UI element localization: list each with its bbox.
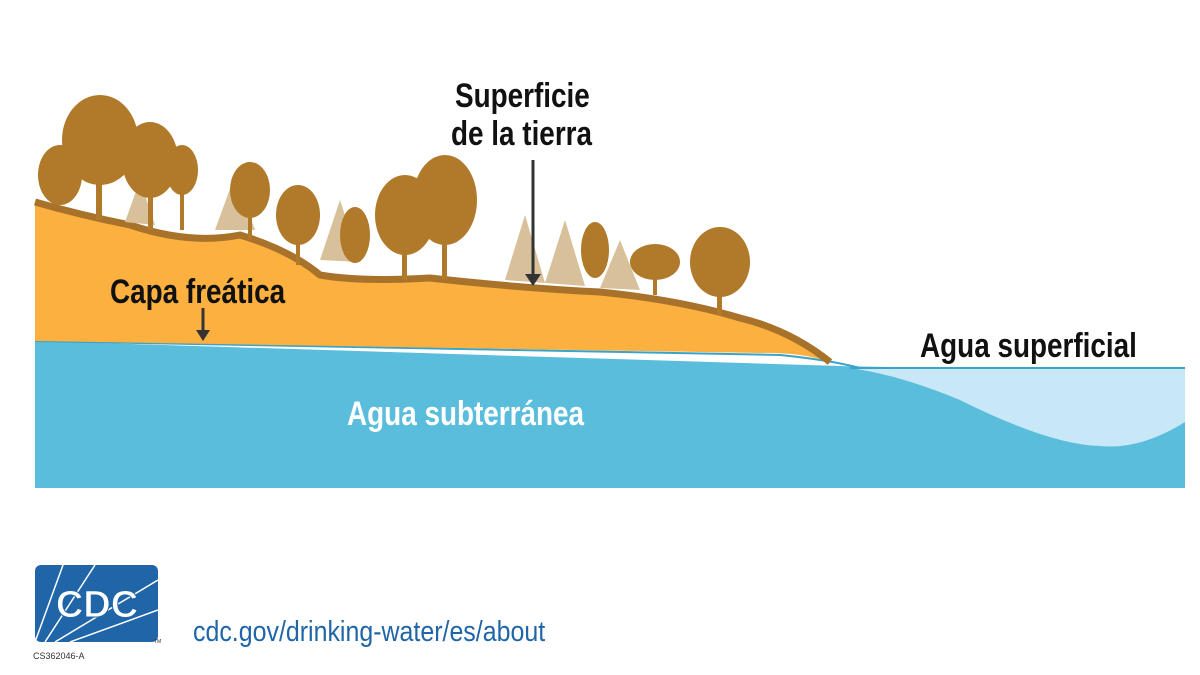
cdc-logo: CDC bbox=[35, 565, 158, 642]
cdc-url-link[interactable]: cdc.gov/drinking-water/es/about bbox=[193, 616, 546, 648]
land-surface-label-line1: Superficie bbox=[455, 77, 590, 115]
surface-water-body bbox=[850, 368, 1185, 447]
land-surface-arrow bbox=[525, 160, 541, 286]
ground-surface bbox=[34, 198, 833, 365]
groundwater-label: Agua subterránea bbox=[347, 395, 585, 433]
water-table-line bbox=[34, 340, 861, 369]
water-table-arrow bbox=[196, 308, 210, 341]
land-surface-label-line2: de la tierra bbox=[451, 115, 593, 153]
surface-water-label: Agua superficial bbox=[920, 327, 1137, 365]
svg-text:CDC: CDC bbox=[56, 584, 138, 626]
water-table-label: Capa freática bbox=[110, 273, 286, 311]
forest bbox=[38, 95, 750, 315]
trademark-mark: TM bbox=[154, 639, 162, 645]
publication-code: CS362046-A bbox=[33, 651, 85, 661]
soil-layer bbox=[35, 202, 830, 362]
